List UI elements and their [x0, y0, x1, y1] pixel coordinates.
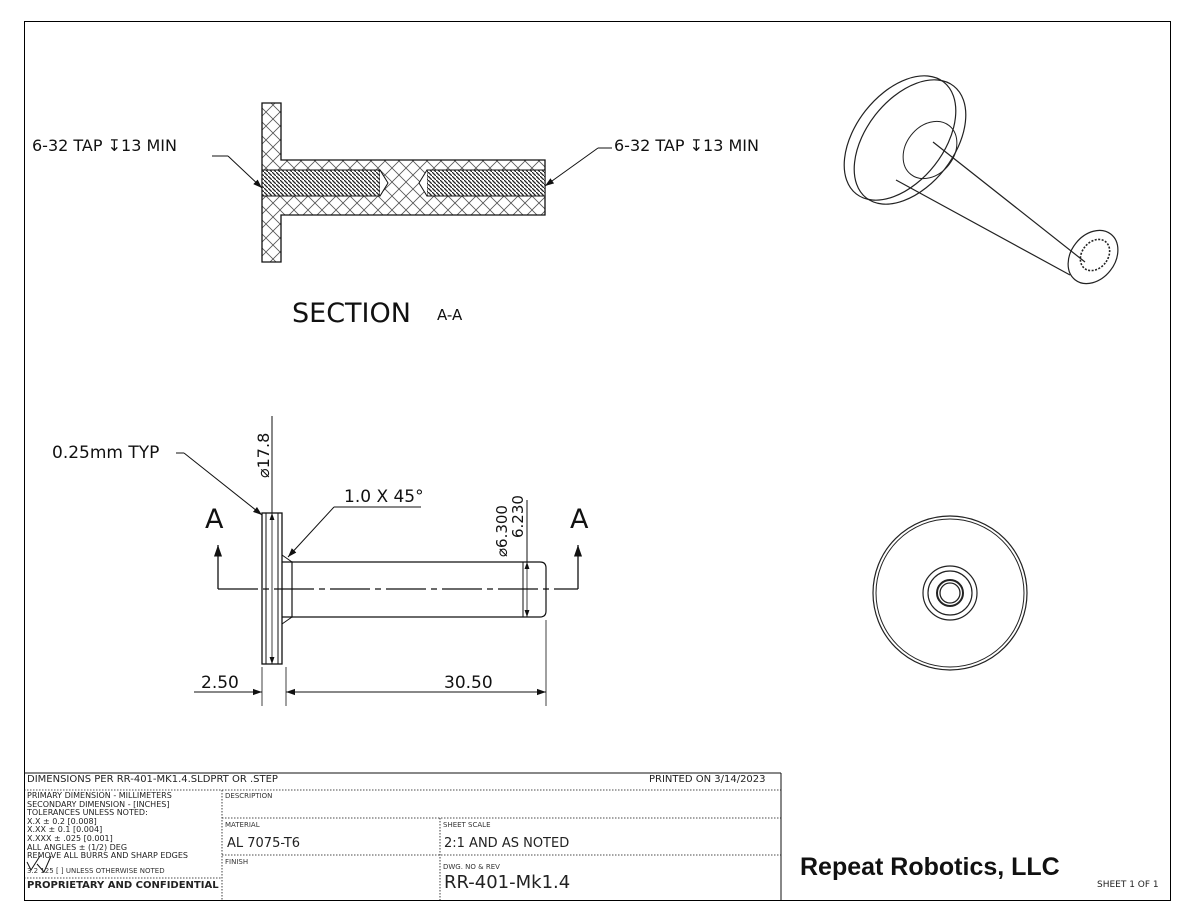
scale-label: SHEET SCALE	[443, 821, 491, 829]
section-body	[261, 102, 546, 263]
printed-on: PRINTED ON 3/14/2023	[649, 774, 766, 785]
section-title-sub: A-A	[437, 306, 463, 324]
surface-finish-symbol	[26, 855, 52, 873]
iso-flange-back	[843, 75, 957, 201]
dwg-number: RR-401-Mk1.4	[444, 872, 571, 893]
company-name: Repeat Robotics, LLC	[800, 853, 1060, 881]
end-view	[872, 515, 1028, 671]
tolerance-line: X.XXX ± .025 [0.001]	[27, 833, 113, 843]
material-value: AL 7075-T6	[227, 836, 301, 851]
left-tap-callout: 6-32 TAP ↧13 MIN	[32, 136, 177, 155]
iso-shaft-end	[1067, 229, 1119, 285]
flange-diameter: ⌀17.8	[254, 433, 273, 478]
dwg-label: DWG. NO & REV	[443, 863, 500, 871]
section-view: 6-32 TAP ↧13 MIN 6-32 TAP ↧13 MIN SECTIO…	[32, 102, 759, 329]
isometric-view	[843, 75, 1119, 285]
material-label: MATERIAL	[225, 821, 260, 829]
tolerance-line: TOLERANCES UNLESS NOTED:	[27, 808, 148, 818]
end-tapped-hole	[936, 579, 964, 607]
sheet-number: SHEET 1 OF 1	[1097, 880, 1159, 890]
tolerance-line: X.X ± 0.2 [0.008]	[27, 816, 97, 826]
chamfer-note: 1.0 X 45°	[344, 487, 424, 507]
fillet-note: 0.25mm TYP	[52, 443, 159, 463]
scale-value: 2:1 AND AS NOTED	[444, 836, 570, 851]
dim-shaft-length: 30.50	[444, 673, 493, 693]
tolerance-line: REMOVE ALL BURRS AND SHARP EDGES	[27, 851, 188, 861]
tolerance-notes: PRIMARY DIMENSION - MILLIMETERS SECONDAR…	[27, 791, 188, 861]
iso-shaft	[895, 141, 1086, 276]
left-callout-leader	[227, 155, 263, 189]
tolerance-line: SECONDARY DIMENSION - [INCHES]	[27, 799, 170, 809]
right-callout-leader	[544, 147, 599, 187]
section-mark-left: A	[205, 504, 224, 535]
front-view: A A 0.25mm TYP ⌀17.8 1.0 X 45° ⌀6.300 6.…	[52, 416, 589, 706]
proprietary-note: PROPRIETARY AND CONFIDENTIAL	[27, 880, 219, 891]
dim-flange-thickness: 2.50	[201, 673, 239, 693]
shaft-diameter-min: 6.230	[509, 495, 527, 538]
surface-finish-note: 3.2 125 [ ] UNLESS OTHERWISE NOTED	[27, 867, 165, 875]
tolerance-line: PRIMARY DIMENSION - MILLIMETERS	[27, 791, 172, 800]
section-title: SECTION	[292, 298, 411, 329]
finish-label: FINISH	[225, 858, 249, 866]
title-block	[24, 772, 782, 900]
tolerance-line: X.XX ± 0.1 [0.004]	[27, 825, 103, 835]
tolerance-line: ALL ANGLES ± (1/2) DEG	[27, 842, 128, 852]
iso-flange-front	[853, 79, 967, 205]
shaft-diameter-max: ⌀6.300	[493, 505, 511, 557]
section-mark-right: A	[570, 504, 589, 535]
iso-tapped-hole	[1079, 238, 1111, 272]
end-shaft	[922, 565, 978, 621]
sheet-border	[24, 21, 1171, 901]
right-tap-callout: 6-32 TAP ↧13 MIN	[614, 136, 759, 155]
end-flange-outer	[872, 515, 1028, 671]
description-label: DESCRIPTION	[225, 792, 273, 800]
dimensions-note: DIMENSIONS PER RR-401-MK1.4.SLDPRT OR .S…	[27, 774, 278, 785]
